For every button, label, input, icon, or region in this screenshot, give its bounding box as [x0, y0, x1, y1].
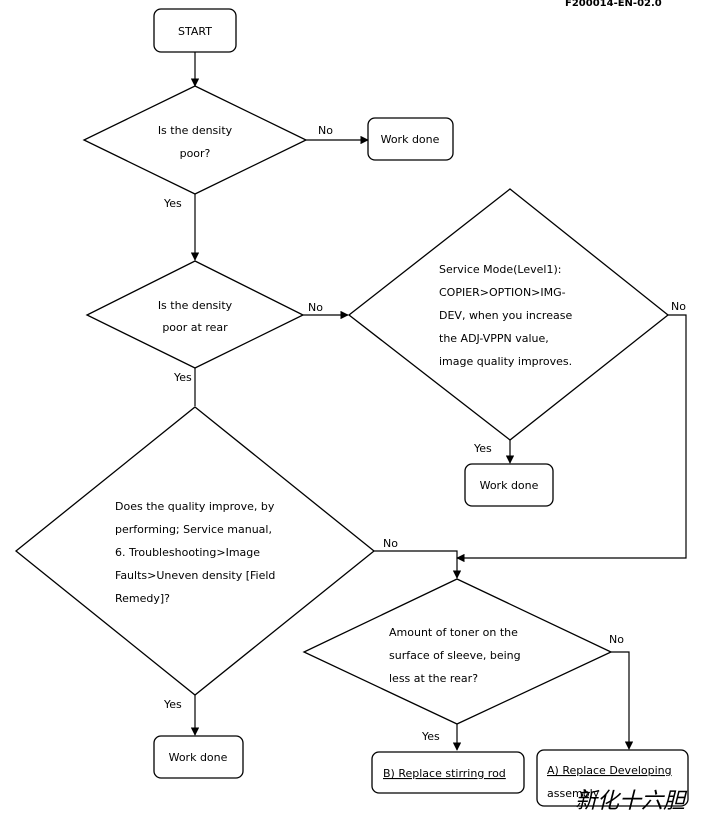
- connector-q3-no: [456, 314, 687, 563]
- q4-line-4: Faults>Uneven density [Field: [115, 569, 275, 582]
- decision-density-poor: Is the density poor?: [82, 85, 308, 195]
- q5-line-3: less at the rear?: [389, 672, 478, 685]
- q4-line-2: performing; Service manual,: [115, 523, 272, 536]
- work-done-3-label: Work done: [169, 751, 228, 764]
- action-replace-stirring-rod: B) Replace stirring rod: [371, 751, 525, 794]
- q4-yes-label: Yes: [163, 698, 182, 711]
- start-label: START: [178, 25, 212, 38]
- q3-line-1: Service Mode(Level1):: [439, 263, 561, 276]
- work-done-node-2: Work done: [464, 463, 554, 507]
- q2-line-2: poor at rear: [162, 321, 228, 334]
- work-done-1-label: Work done: [381, 133, 440, 146]
- q4-no-label: No: [383, 537, 398, 550]
- q3-yes-label: Yes: [473, 442, 492, 455]
- connector-q5-no: [611, 651, 634, 750]
- work-done-node-3: Work done: [153, 735, 244, 779]
- q1-yes-label: Yes: [163, 197, 182, 210]
- q3-line-5: image quality improves.: [439, 355, 572, 368]
- action-a-line-2: assembly: [547, 787, 600, 800]
- connector-q4-no: [374, 550, 462, 579]
- q1-line-2: poor?: [180, 147, 211, 160]
- q3-line-2: COPIER>OPTION>IMG-: [439, 286, 566, 299]
- decision-service-mode: Service Mode(Level1): COPIER>OPTION>IMG-…: [347, 188, 670, 441]
- decision-toner-sleeve: Amount of toner on the surface of sleeve…: [302, 578, 613, 725]
- q4-line-1: Does the quality improve, by: [115, 500, 275, 513]
- q2-line-1: Is the density: [158, 299, 233, 312]
- work-done-2-label: Work done: [480, 479, 539, 492]
- q5-no-label: No: [609, 633, 624, 646]
- q2-no-label: No: [308, 301, 323, 314]
- q5-line-2: surface of sleeve, being: [389, 649, 521, 662]
- decision-density-poor-rear: Is the density poor at rear: [85, 260, 305, 369]
- action-b-label: B) Replace stirring rod: [383, 767, 506, 780]
- q3-no-label: No: [671, 300, 686, 313]
- q2-yes-label: Yes: [173, 371, 192, 384]
- q4-line-5: Remedy]?: [115, 592, 170, 605]
- watermark: 新化十六胆: [575, 789, 688, 814]
- work-done-node-1: Work done: [367, 117, 454, 161]
- start-node: START: [153, 8, 237, 53]
- q5-line-1: Amount of toner on the: [389, 626, 518, 639]
- action-replace-developing-assembly: A) Replace Developing assembly: [536, 749, 689, 807]
- doc-code: F200014-EN-02.0: [565, 0, 662, 9]
- q1-no-label: No: [318, 124, 333, 137]
- q3-line-3: DEV, when you increase: [439, 309, 572, 322]
- q5-yes-label: Yes: [421, 730, 440, 743]
- q4-line-3: 6. Troubleshooting>Image: [115, 546, 260, 559]
- decision-quality-improve: Does the quality improve, by performing;…: [14, 406, 376, 696]
- action-a-line-1: A) Replace Developing: [547, 764, 672, 777]
- q3-line-4: the ADJ-VPPN value,: [439, 332, 549, 345]
- q1-line-1: Is the density: [158, 124, 233, 137]
